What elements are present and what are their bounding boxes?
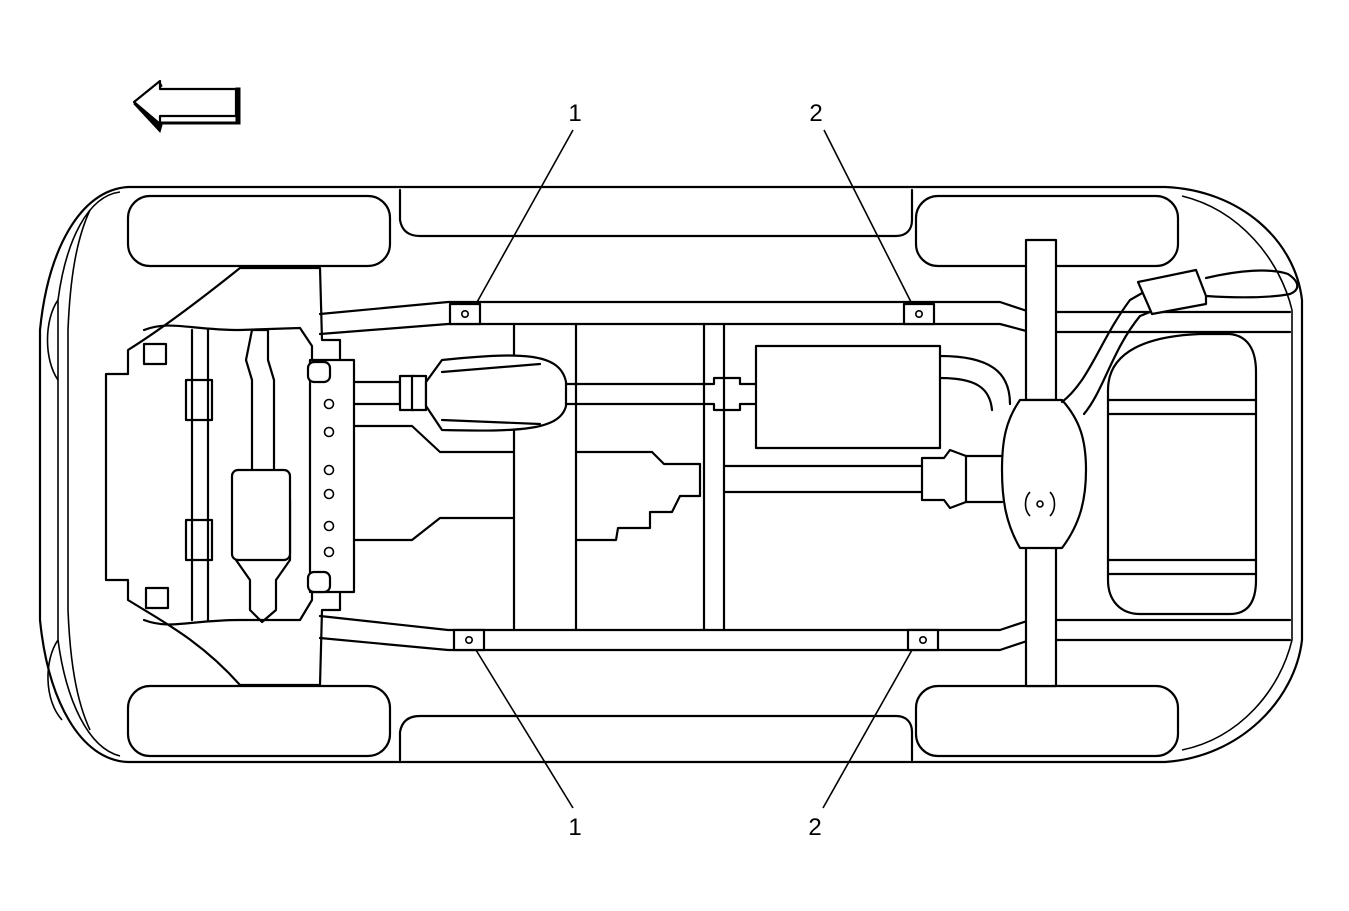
front-right-tire (126, 684, 392, 758)
tail-pipe (1060, 268, 1299, 416)
front-suspension-subframe (104, 266, 342, 687)
rocker-panel-top (398, 188, 914, 238)
front-left-tire (126, 194, 392, 268)
fuel-tank (1106, 332, 1258, 616)
differential-center-icon (1024, 491, 1056, 517)
rocker-panel-bottom (398, 714, 914, 762)
frame-rail-bottom (318, 614, 1292, 652)
callout-leader-top-1 (475, 129, 574, 305)
callout-leader-top-2 (823, 129, 913, 305)
transmission-mount (306, 358, 356, 594)
lift-point-pad-rear-bottom (906, 628, 940, 652)
exhaust-system (352, 354, 758, 432)
callout-label-bottom-1: 1 (568, 814, 582, 841)
frame-rail-top (318, 300, 1292, 336)
callout-leader-bottom-1 (475, 649, 574, 809)
callout-leader-bottom-2 (822, 649, 913, 809)
lift-point-pad-rear-top (902, 302, 936, 326)
driveshaft (722, 448, 968, 510)
rear-right-tire (914, 684, 1180, 758)
muffler (754, 344, 1012, 450)
lift-point-pad-front-top (448, 302, 482, 326)
arrow-left-icon (132, 79, 241, 133)
rear-axle (964, 238, 1088, 688)
transmission (352, 424, 702, 542)
callout-label-bottom-2: 2 (808, 814, 822, 841)
lift-point-pad-front-bottom (452, 628, 486, 652)
callout-label-top-1: 1 (568, 100, 582, 127)
vehicle-body-outline (38, 185, 1304, 764)
callout-label-top-2: 2 (809, 100, 823, 127)
